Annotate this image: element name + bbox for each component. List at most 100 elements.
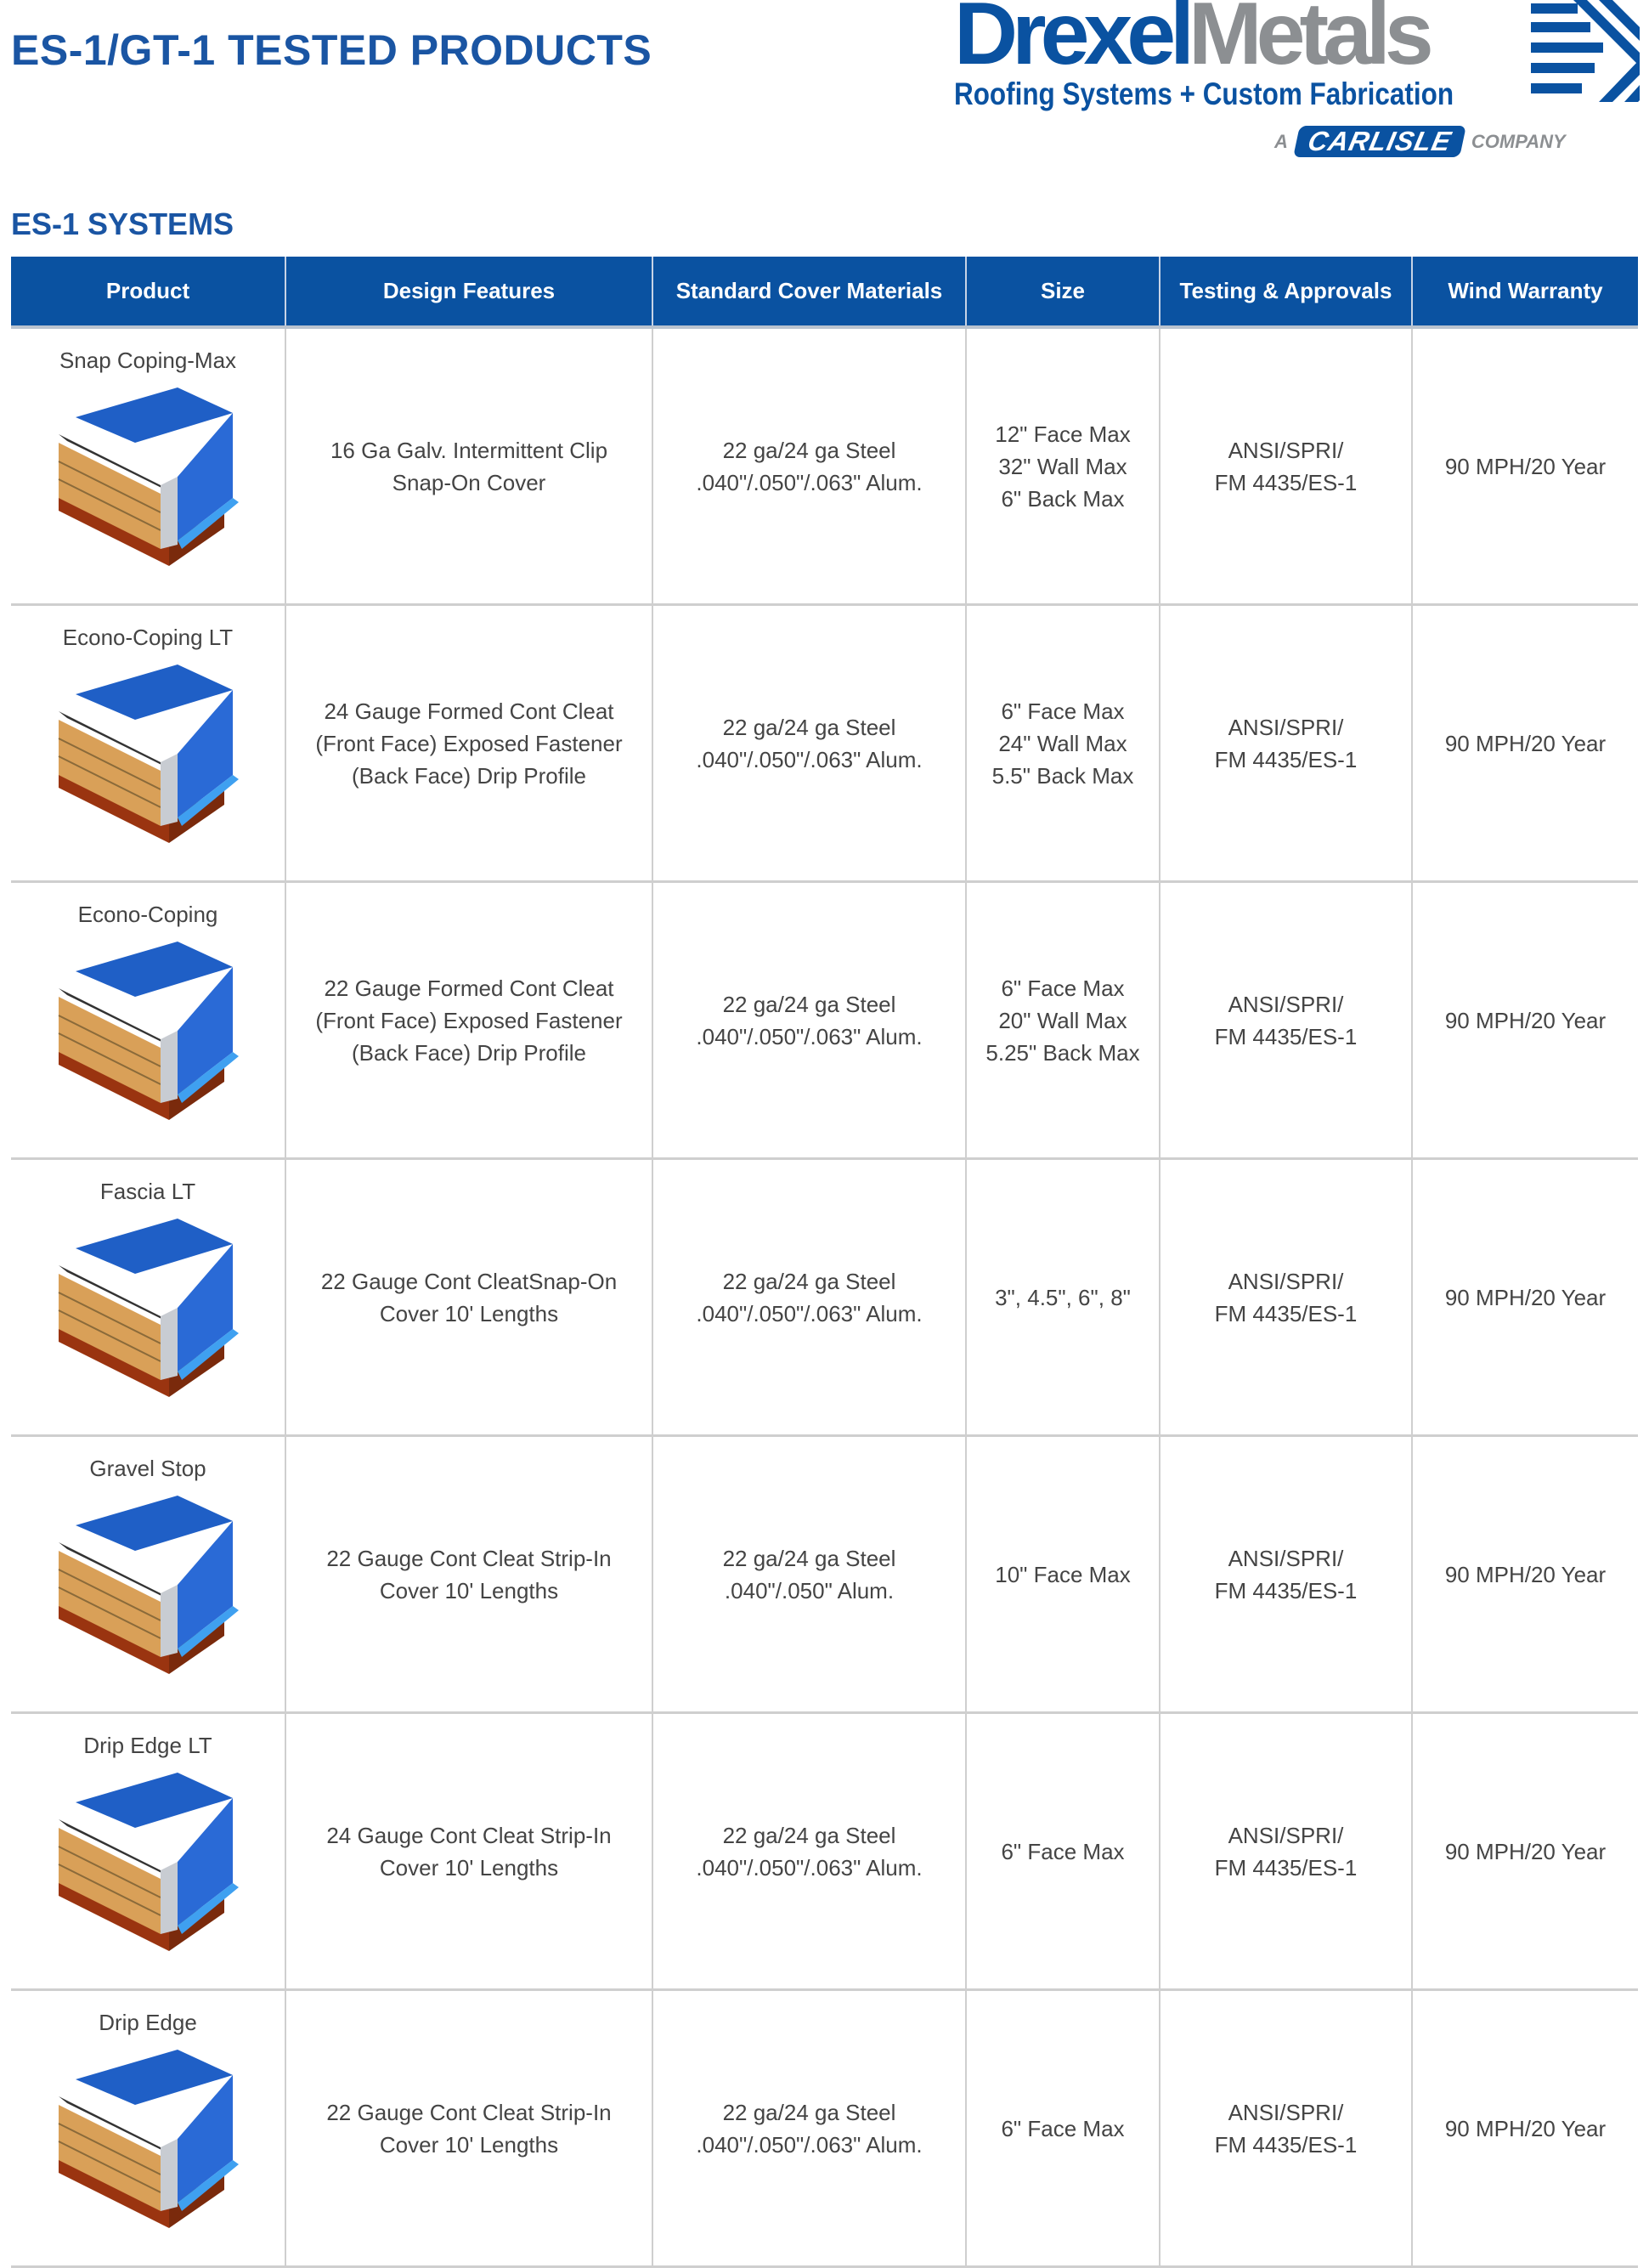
logo-tagline: Roofing Systems + Custom Fabrication (954, 76, 1454, 111)
table-row: Econo-Coping 22 Gauge Formed Cont Cleat(… (11, 881, 1638, 1160)
cell-line: 22 Gauge Formed Cont Cleat (324, 975, 614, 1001)
cell-line: FM 4435/ES-1 (1214, 1023, 1358, 1049)
cell-line: 22 ga/24 ga Steel (722, 437, 896, 463)
cell-line: 24" Wall Max (998, 730, 1127, 756)
table-row: Drip Edge LT 24 Gauge Cont Cleat Strip-I… (11, 1712, 1638, 1991)
testing-cell: ANSI/SPRI/FM 4435/ES-1 (1159, 1712, 1412, 1991)
table-row: Econo-Coping LT 24 Gauge Formed Cont Cle… (11, 604, 1638, 883)
cover-materials-cell: 22 ga/24 ga Steel .040"/.050"/.063" Alum. (652, 604, 966, 883)
products-table: Product Design Features Standard Cover M… (11, 257, 1638, 2268)
cell-line: 22 ga/24 ga Steel (722, 714, 896, 740)
cell-line: FM 4435/ES-1 (1214, 1854, 1358, 1881)
cell-line: 6" Face Max (1001, 2115, 1125, 2141)
column-header: Size (965, 257, 1160, 329)
cell-line: ANSI/SPRI/ (1228, 1822, 1344, 1848)
cover-materials-cell: 22 ga/24 ga Steel .040"/.050"/.063" Alum. (652, 1989, 966, 2268)
drexel-metals-logo: DrexelMetals Roofing Systems + Custom Fa… (952, 0, 1644, 161)
cell-line: 6" Face Max (1001, 1838, 1125, 1864)
size-cell: 10" Face Max (965, 1435, 1160, 1714)
cover-materials-cell: 22 ga/24 ga Steel .040"/.050"/.063" Alum. (652, 327, 966, 606)
cell-line: Cover 10' Lengths (379, 1854, 559, 1881)
table-header-row: Product Design Features Standard Cover M… (11, 257, 1638, 329)
design-features-cell: 22 Gauge Formed Cont Cleat(Front Face) E… (285, 881, 652, 1160)
cell-line: 22 Gauge Cont Cleat Strip-In (326, 1545, 612, 1571)
size-cell: 3", 4.5", 6", 8" (965, 1158, 1160, 1437)
cell-line: ANSI/SPRI/ (1228, 1268, 1344, 1294)
cell-line: 20" Wall Max (998, 1007, 1127, 1033)
product-name: Econo-Coping (77, 902, 218, 927)
testing-cell: ANSI/SPRI/FM 4435/ES-1 (1159, 604, 1412, 883)
product-cell: Econo-Coping LT (11, 604, 285, 883)
cell-line: .040"/.050"/.063" Alum. (696, 2131, 923, 2158)
product-image (58, 665, 239, 843)
logo-wordmark: DrexelMetals (954, 0, 1434, 83)
cell-line: .040"/.050"/.063" Alum. (696, 1300, 923, 1326)
cell-line: 3", 4.5", 6", 8" (995, 1284, 1131, 1310)
cell-line: FM 4435/ES-1 (1214, 1300, 1358, 1326)
cell-line: 24 Gauge Formed Cont Cleat (324, 698, 614, 724)
section-title: ES-1 SYSTEMS (11, 206, 234, 241)
cell-line: ANSI/SPRI/ (1228, 437, 1344, 463)
cell-line: 22 ga/24 ga Steel (722, 2099, 896, 2125)
wind-warranty-cell: 90 MPH/20 Year (1411, 1712, 1638, 1991)
column-header: Wind Warranty (1411, 257, 1638, 329)
testing-cell: ANSI/SPRI/FM 4435/ES-1 (1159, 881, 1412, 1160)
cell-line: 24 Gauge Cont Cleat Strip-In (326, 1822, 612, 1848)
cell-line: 22 ga/24 ga Steel (722, 991, 896, 1017)
size-cell: 6" Face Max (965, 1712, 1160, 1991)
cell-line: ANSI/SPRI/ (1228, 1545, 1344, 1571)
wind-warranty-cell: 90 MPH/20 Year (1411, 1435, 1638, 1714)
cell-line: (Front Face) Exposed Fastener (315, 730, 623, 756)
cell-line: 6" Face Max (1001, 698, 1125, 724)
product-cell: Gravel Stop (11, 1435, 285, 1714)
product-name: Snap Coping-Max (59, 348, 237, 373)
product-name: Gravel Stop (89, 1456, 206, 1481)
cell-line: ANSI/SPRI/ (1228, 2099, 1344, 2125)
product-image (58, 942, 239, 1120)
cell-line: FM 4435/ES-1 (1214, 469, 1358, 495)
cover-materials-cell: 22 ga/24 ga Steel .040"/.050"/.063" Alum. (652, 1158, 966, 1437)
cover-materials-cell: 22 ga/24 ga Steel.040"/.050"/.063" Alum. (652, 1712, 966, 1991)
cover-materials-cell: 22 ga/24 ga Steel .040"/.050" Alum. (652, 1435, 966, 1714)
wind-warranty-cell: 90 MPH/20 Year (1411, 1989, 1638, 2268)
cell-line: 22 ga/24 ga Steel (722, 1822, 896, 1848)
column-header: Product (11, 257, 285, 329)
page-title: ES-1/GT-1 TESTED PRODUCTS (11, 26, 652, 74)
column-header: Design Features (285, 257, 652, 329)
cover-materials-cell: 22 ga/24 ga Steel.040"/.050"/.063" Alum. (652, 881, 966, 1160)
cell-line: 6" Back Max (1001, 485, 1125, 512)
cell-line: .040"/.050"/.063" Alum. (696, 469, 923, 495)
product-cell: Fascia LT (11, 1158, 285, 1437)
cell-line: Cover 10' Lengths (379, 1300, 559, 1326)
cell-line: 16 Ga Galv. Intermittent Clip (330, 437, 608, 463)
cell-line: 22 ga/24 ga Steel (722, 1268, 896, 1294)
product-cell: Snap Coping-Max (11, 327, 285, 606)
column-header: Testing & Approvals (1159, 257, 1412, 329)
product-name: Econo-Coping LT (62, 625, 234, 650)
cell-line: FM 4435/ES-1 (1214, 746, 1358, 772)
testing-cell: ANSI/SPRI/FM 4435/ES-1 (1159, 327, 1412, 606)
cell-line: FM 4435/ES-1 (1214, 2131, 1358, 2158)
cell-line: 22 ga/24 ga Steel (722, 1545, 896, 1571)
cell-line: (Back Face) Drip Profile (352, 1039, 586, 1066)
cell-line: 22 Gauge Cont Cleat Strip-In (326, 2099, 612, 2125)
cell-line: Cover 10' Lengths (379, 2131, 559, 2158)
testing-cell: ANSI/SPRI/FM 4435/ES-1 (1159, 1435, 1412, 1714)
cell-line: .040"/.050" Alum. (724, 1577, 895, 1603)
design-features-cell: 24 Gauge Formed Cont Cleat (Front Face) E… (285, 604, 652, 883)
wind-warranty-cell: 90 MPH/20 Year (1411, 327, 1638, 606)
cell-line: 10" Face Max (995, 1561, 1131, 1587)
cell-line: .040"/.050"/.063" Alum. (696, 746, 923, 772)
wind-warranty-cell: 90 MPH/20 Year (1411, 1158, 1638, 1437)
product-image (58, 1773, 239, 1951)
product-image (58, 1219, 239, 1397)
